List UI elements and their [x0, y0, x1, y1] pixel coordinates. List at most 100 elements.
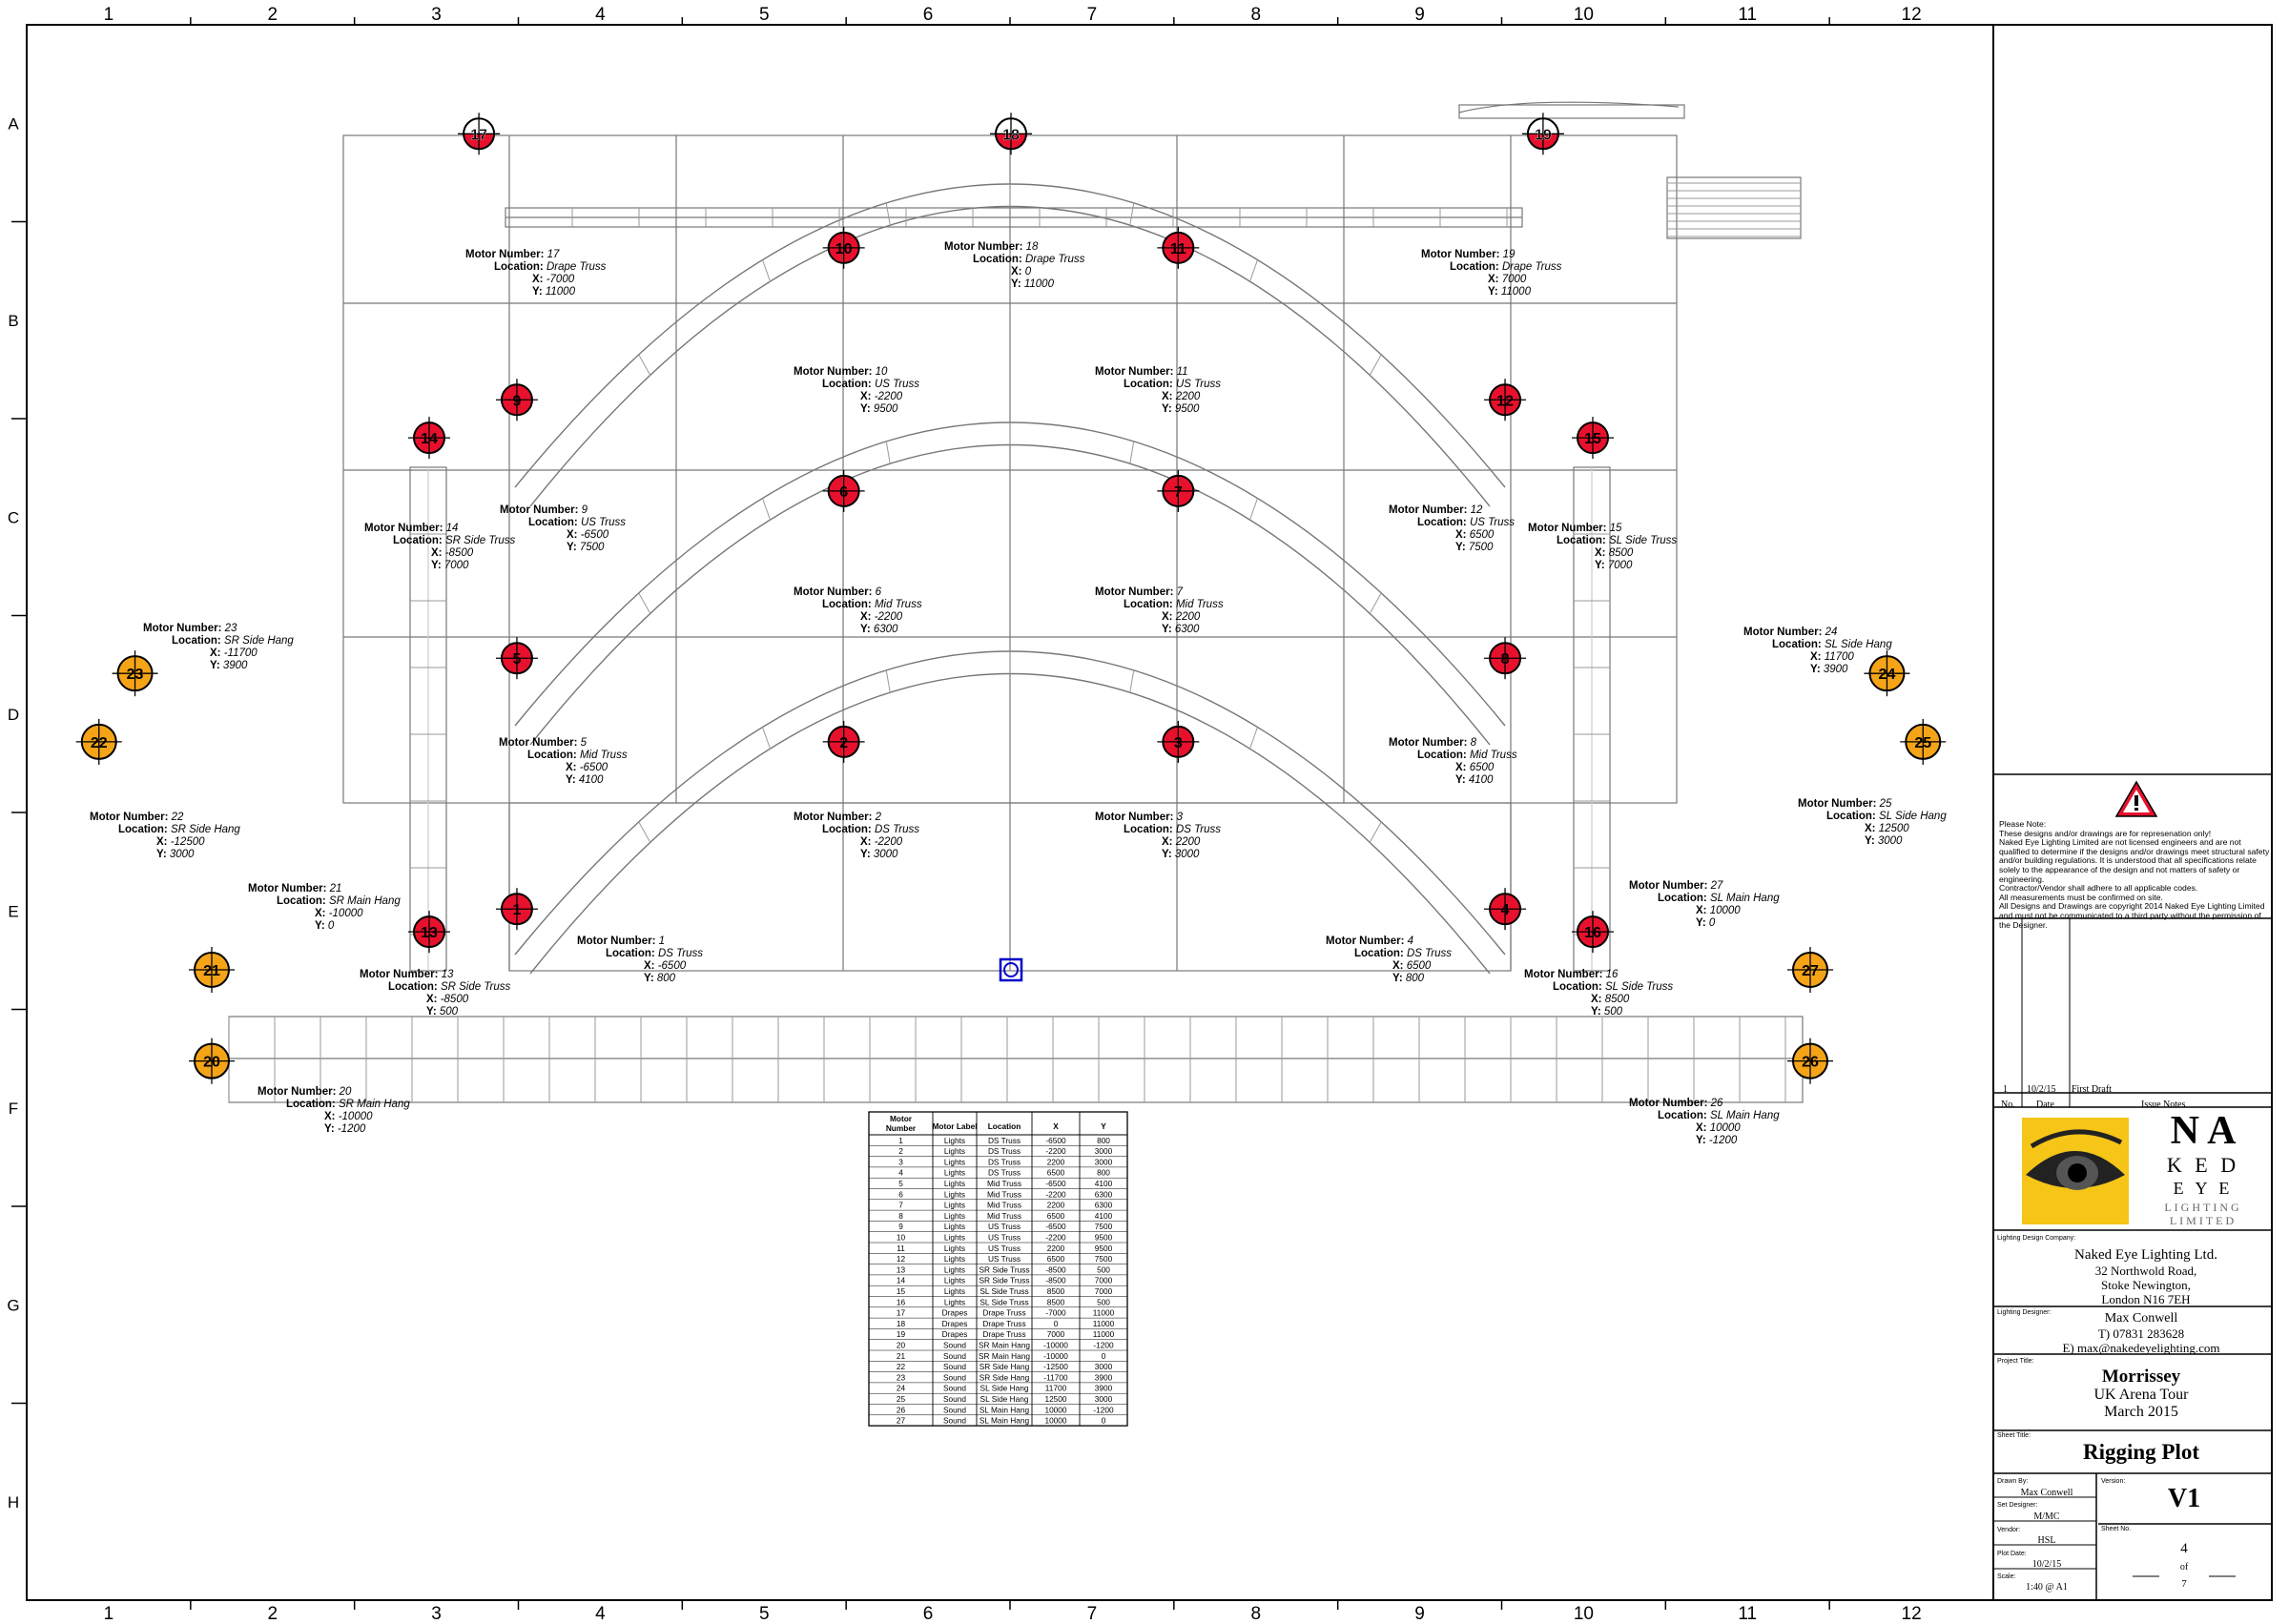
motor-number-label: 19 — [1535, 127, 1552, 143]
callout-line: Location: DS Truss — [822, 824, 919, 835]
warning-line: Naked Eye Lighting Limited are not licen… — [1999, 837, 2270, 884]
table-cell: 11000 — [1093, 1319, 1115, 1328]
company-label: Lighting Design Company: — [1997, 1235, 2076, 1242]
table-cell: DS Truss — [988, 1136, 1021, 1145]
table-cell: 7000 — [1047, 1329, 1065, 1339]
callout-line: Y: -1200 — [324, 1123, 366, 1135]
table-cell: 11700 — [1045, 1384, 1067, 1393]
column-label-bottom: 5 — [759, 1604, 770, 1624]
callout-line: Location: SL Side Truss — [1557, 535, 1677, 546]
table-cell: SR Main Hang — [979, 1351, 1030, 1361]
table-cell: 27 — [897, 1416, 906, 1426]
callout-line: Y: 9500 — [860, 403, 898, 415]
table-cell: 3000 — [1095, 1362, 1113, 1371]
front-stage-barrier — [228, 1016, 1804, 1103]
callout-line: Y: 0 — [1696, 917, 1716, 929]
motor-23-symbol: 23 — [112, 650, 158, 697]
column-label-top: 9 — [1414, 5, 1425, 25]
table-cell: 2200 — [1047, 1201, 1065, 1210]
callout-line: Y: 11000 — [1011, 278, 1055, 290]
warning-line: All Designs and Drawings are copyright 2… — [1999, 901, 2265, 930]
table-cell: 6500 — [1047, 1211, 1065, 1221]
motor-9-symbol: 9 — [495, 379, 538, 421]
column-label-top: 8 — [1250, 5, 1261, 25]
table-header: Motor — [890, 1114, 913, 1123]
callout-line: X: 8500 — [1591, 994, 1630, 1005]
column-label-top: 2 — [267, 5, 278, 25]
sheet-total: 7 — [2181, 1578, 2187, 1590]
motor-number-label: 14 — [421, 431, 438, 447]
table-cell: 10 — [897, 1233, 906, 1243]
table-cell: Sound — [943, 1362, 966, 1371]
callout-line: Motor Number: 2 — [794, 812, 882, 823]
table-cell: Mid Truss — [987, 1189, 1021, 1199]
table-cell: 5 — [898, 1179, 903, 1188]
callout-line: Motor Number: 13 — [360, 969, 454, 980]
table-cell: DS Truss — [988, 1168, 1021, 1178]
issue-no: 1 — [2003, 1084, 2008, 1095]
callout-line: Motor Number: 23 — [143, 623, 237, 634]
callout-line: X: 6500 — [1455, 762, 1495, 773]
warning-line: All measurements must be confirmed on si… — [1999, 892, 2163, 902]
company-address-2: Stoke Newington, — [2101, 1278, 2191, 1292]
sheet-of-label: of — [2179, 1562, 2189, 1573]
callout-line: X: -6500 — [566, 762, 608, 773]
motor-number-label: 8 — [1501, 651, 1510, 668]
callout-line: Y: 3000 — [156, 849, 195, 860]
callout-line: Location: US Truss — [822, 379, 919, 390]
warning-triangle-icon — [2114, 780, 2158, 817]
callout-line: X: 8500 — [1595, 547, 1634, 559]
table-cell: -2200 — [1045, 1233, 1066, 1243]
table-cell: US Truss — [988, 1222, 1021, 1231]
scale: 1:40 @ A1 — [2026, 1582, 2068, 1593]
callout-line: Y: 3000 — [1162, 849, 1200, 860]
callout-line: Location: SL Side Hang — [1826, 811, 1947, 822]
callout-line: X: 6500 — [1455, 529, 1495, 541]
table-cell: 16 — [897, 1297, 906, 1306]
drawn-by-label: Drawn By: — [1997, 1478, 2029, 1485]
callout-line: X: 11700 — [1810, 651, 1854, 663]
callout-line: Y: -1200 — [1696, 1135, 1738, 1146]
table-cell: 21 — [897, 1351, 906, 1361]
callout-line: Location: SL Side Hang — [1772, 639, 1892, 650]
plot-date: 10/2/15 — [2031, 1559, 2062, 1570]
table-cell: Sound — [943, 1394, 966, 1404]
table-cell: Lights — [944, 1254, 965, 1264]
motor-2-symbol: 2 — [822, 720, 865, 763]
logo-line-2: K E D — [2166, 1153, 2240, 1177]
callout-line: Location: SR Side Truss — [393, 535, 515, 546]
table-header: Number — [886, 1123, 917, 1133]
column-label-bottom: 11 — [1738, 1604, 1757, 1624]
column-label-top: 1 — [104, 5, 114, 25]
truss-segment — [762, 727, 771, 750]
table-cell: Lights — [944, 1244, 965, 1253]
table-cell: 500 — [1097, 1264, 1110, 1274]
table-cell: Drapes — [942, 1329, 968, 1339]
table-cell: -10000 — [1043, 1341, 1068, 1350]
motor-number-label: 20 — [203, 1055, 220, 1071]
motor-19-symbol: 19 — [1521, 113, 1564, 155]
callout-line: Y: 11000 — [1488, 286, 1532, 298]
table-cell: 2200 — [1047, 1157, 1065, 1166]
table-header: Location — [988, 1121, 1021, 1131]
table-cell: 9 — [898, 1222, 903, 1231]
column-label-bottom: 6 — [923, 1604, 934, 1624]
table-cell: 11 — [897, 1244, 905, 1253]
row-label: A — [8, 114, 19, 133]
table-cell: SR Main Hang — [979, 1341, 1030, 1350]
callout-line: Location: Drape Truss — [494, 261, 607, 273]
table-cell: 9500 — [1095, 1233, 1113, 1243]
table-cell: Lights — [944, 1233, 965, 1243]
callout-line: Motor Number: 17 — [465, 249, 560, 260]
callout-line: Motor Number: 18 — [944, 241, 1039, 253]
callout-line: Y: 7500 — [1455, 542, 1494, 553]
table-cell: Sound — [943, 1405, 966, 1414]
callout-line: Motor Number: 15 — [1528, 523, 1622, 534]
table-cell: Lights — [944, 1179, 965, 1188]
